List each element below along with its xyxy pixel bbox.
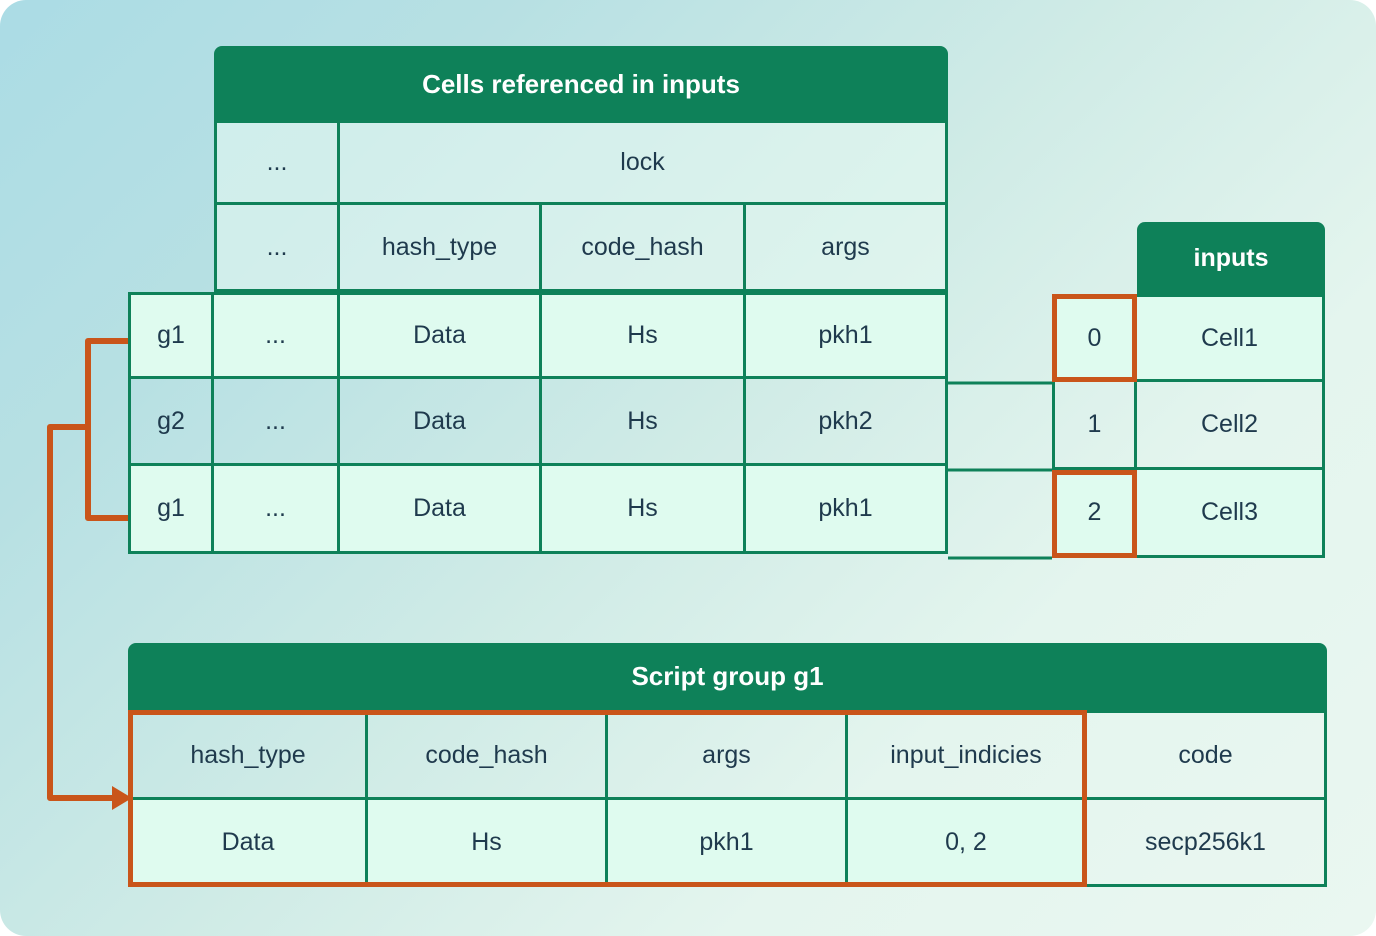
cells-lock-ellipsis: ...	[214, 123, 340, 205]
cells-row-2-ellipsis: ...	[214, 466, 340, 554]
cells-table-title: Cells referenced in inputs	[214, 46, 948, 123]
cells-row-0-hash-type: Data	[340, 292, 542, 379]
script-group-title: Script group g1	[128, 643, 1327, 710]
cells-row-0-group: g1	[128, 292, 214, 379]
sg-value-code: secp256k1	[1087, 800, 1327, 887]
cells-row-2-group: g1	[128, 466, 214, 554]
sg-col-hash-type: hash_type	[128, 710, 368, 800]
inputs-row-2-cell: Cell3	[1137, 470, 1325, 558]
cells-row-1-args: pkh2	[746, 379, 948, 466]
g1-bracket-to-script-group	[47, 424, 118, 801]
cells-col-args: args	[746, 205, 948, 292]
cells-col-code-hash: code_hash	[542, 205, 746, 292]
cells-row-0-ellipsis: ...	[214, 292, 340, 379]
cells-row-0-args: pkh1	[746, 292, 948, 379]
inputs-table-title: inputs	[1137, 222, 1325, 294]
cells-lock-header: lock	[340, 123, 948, 205]
cells-row-0-code-hash: Hs	[542, 292, 746, 379]
inputs-row-0-cell: Cell1	[1137, 294, 1325, 382]
g1-rows-bracket	[85, 338, 128, 521]
cells-row-2-args: pkh1	[746, 466, 948, 554]
cells-col-ellipsis: ...	[214, 205, 340, 292]
arrow-right-icon	[112, 786, 132, 810]
sg-col-code: code	[1087, 710, 1327, 800]
cells-row-1-code-hash: Hs	[542, 379, 746, 466]
cells-col-hash-type: hash_type	[340, 205, 542, 292]
cells-row-1-hash-type: Data	[340, 379, 542, 466]
inputs-row-1-cell: Cell2	[1137, 382, 1325, 470]
cells-row-2-code-hash: Hs	[542, 466, 746, 554]
sg-value-args: pkh1	[608, 800, 848, 887]
inputs-row-1-index: 1	[1052, 382, 1137, 470]
cells-row-2-hash-type: Data	[340, 466, 542, 554]
script-group-grid: hash_type code_hash args input_indicies …	[128, 710, 1327, 887]
cells-row-1-ellipsis: ...	[214, 379, 340, 466]
cells-row-1-group: g2	[128, 379, 214, 466]
cells-table-grid: ... lock ... hash_type code_hash args g1…	[128, 123, 948, 558]
